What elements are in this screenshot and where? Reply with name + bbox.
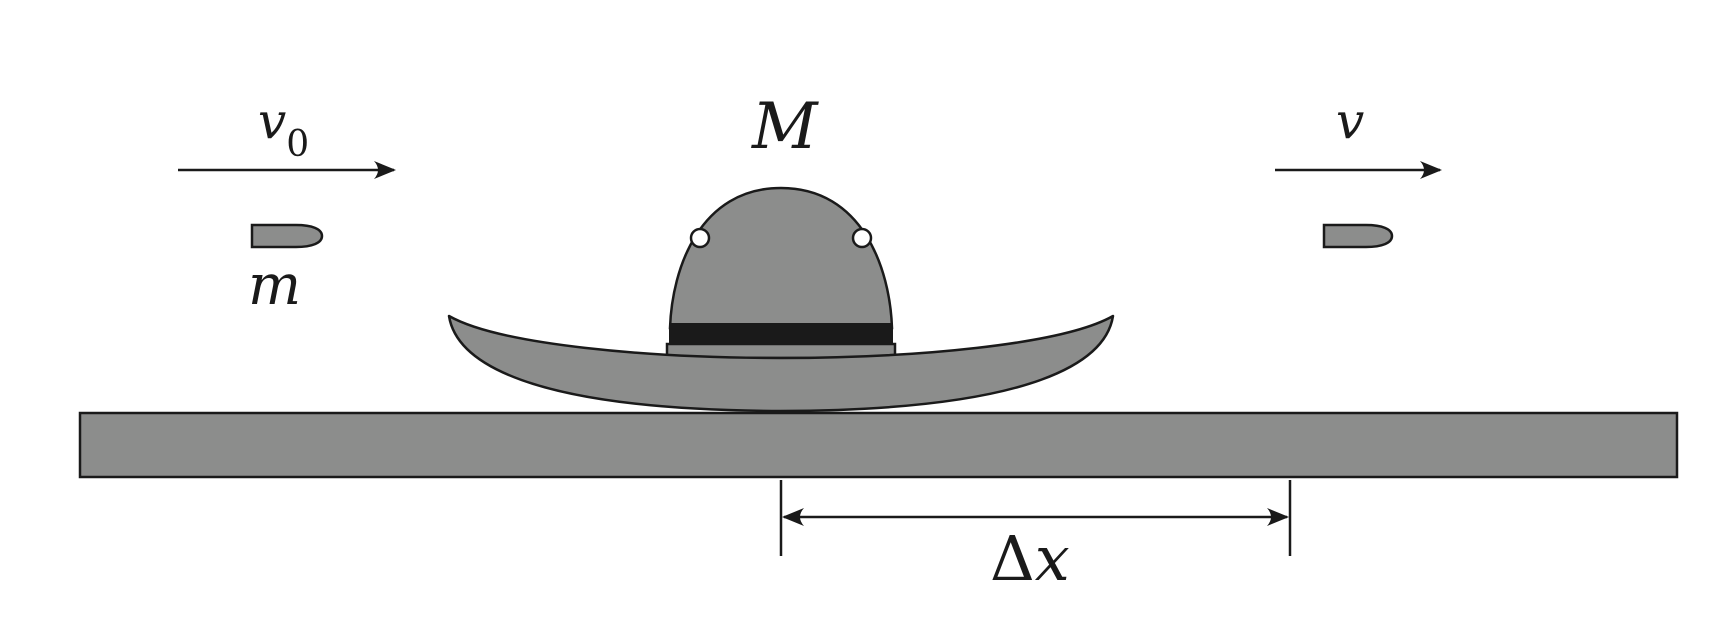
bullet-after-icon: [1322, 223, 1394, 249]
sombrero-icon: [447, 186, 1115, 413]
bullet-before-icon: [250, 223, 324, 249]
initial-velocity-symbol: v: [258, 92, 286, 150]
initial-velocity-label: v0: [258, 92, 309, 165]
hat-brim: [447, 314, 1115, 413]
hat-hole-right: [851, 227, 873, 249]
hat-mass-label: M: [751, 90, 819, 164]
final-velocity-label: v: [1336, 92, 1364, 150]
displacement-variable: x: [1035, 522, 1070, 595]
displacement-delta: Δ: [990, 522, 1035, 595]
displacement-label: Δx: [990, 522, 1070, 595]
initial-velocity-subscript: 0: [286, 124, 309, 165]
bullet-mass-label: m: [248, 253, 301, 318]
table-surface: [78, 411, 1679, 479]
hat-band: [669, 323, 893, 344]
hat-hole-left: [689, 227, 711, 249]
hat-crown: [668, 186, 894, 330]
